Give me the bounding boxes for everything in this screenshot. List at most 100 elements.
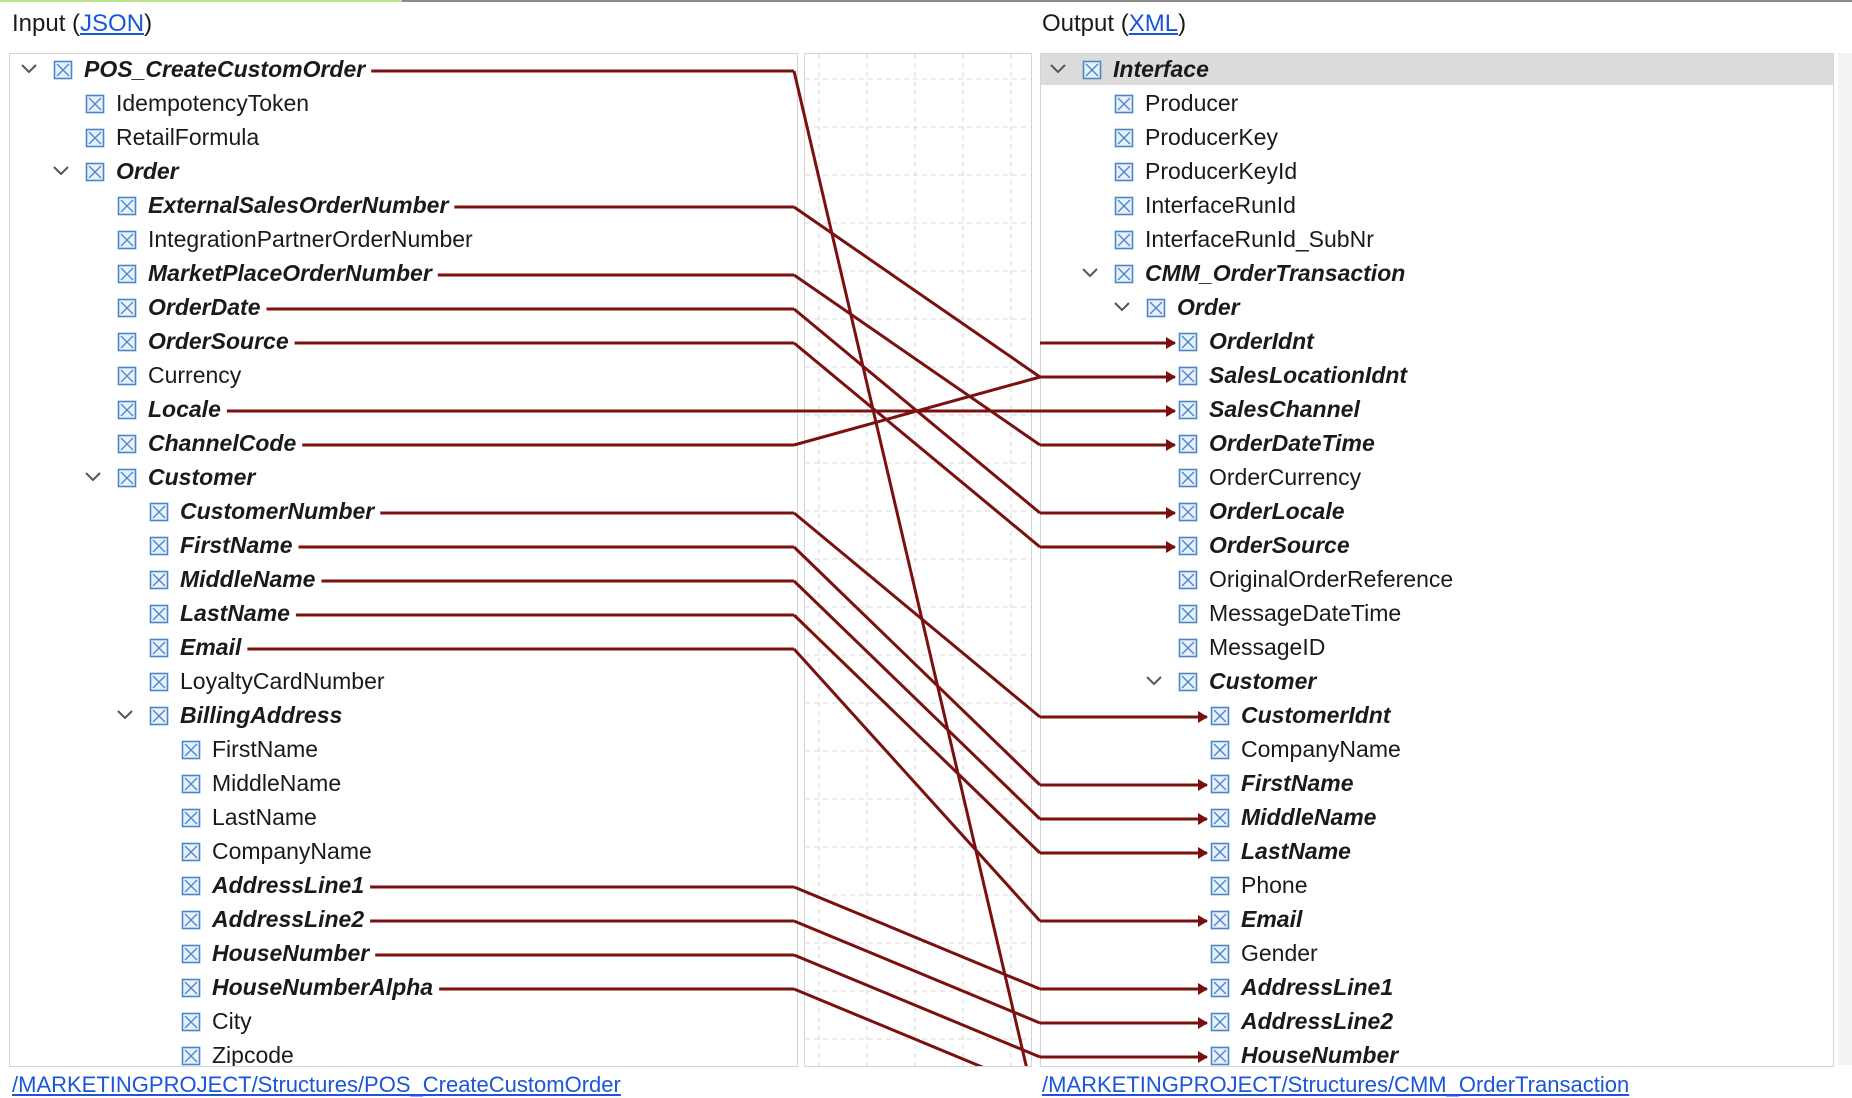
input-tree-row[interactable]: CompanyName bbox=[10, 835, 797, 867]
input-tree-row[interactable]: OrderDate bbox=[10, 291, 797, 323]
node-checkbox-icon[interactable] bbox=[117, 297, 137, 318]
node-checkbox-icon[interactable] bbox=[181, 909, 201, 930]
node-checkbox-icon[interactable] bbox=[1210, 909, 1230, 930]
output-tree-row[interactable]: OrderIdnt bbox=[1041, 325, 1833, 357]
output-tree-row[interactable]: MiddleName bbox=[1041, 801, 1833, 833]
output-tree-row[interactable]: InterfaceRunId_SubNr bbox=[1041, 223, 1833, 255]
node-checkbox-icon[interactable] bbox=[149, 501, 169, 522]
node-checkbox-icon[interactable] bbox=[85, 93, 105, 114]
output-tree-row[interactable]: MessageID bbox=[1041, 631, 1833, 663]
output-tree-row[interactable]: Order bbox=[1041, 291, 1833, 323]
node-checkbox-icon[interactable] bbox=[85, 127, 105, 148]
output-tree-row[interactable]: OrderCurrency bbox=[1041, 461, 1833, 493]
node-checkbox-icon[interactable] bbox=[181, 841, 201, 862]
input-tree-row[interactable]: Currency bbox=[10, 359, 797, 391]
node-checkbox-icon[interactable] bbox=[149, 603, 169, 624]
node-checkbox-icon[interactable] bbox=[149, 569, 169, 590]
chevron-down-icon[interactable] bbox=[51, 161, 71, 181]
node-checkbox-icon[interactable] bbox=[1210, 977, 1230, 998]
input-tree-row[interactable]: BillingAddress bbox=[10, 699, 797, 731]
chevron-down-icon[interactable] bbox=[1048, 59, 1068, 79]
node-checkbox-icon[interactable] bbox=[117, 467, 137, 488]
input-tree-row[interactable]: Customer bbox=[10, 461, 797, 493]
node-checkbox-icon[interactable] bbox=[1178, 671, 1198, 692]
node-checkbox-icon[interactable] bbox=[1210, 875, 1230, 896]
input-tree-row[interactable]: IntegrationPartnerOrderNumber bbox=[10, 223, 797, 255]
output-tree-row[interactable]: Interface bbox=[1041, 54, 1833, 85]
input-tree-row[interactable]: FirstName bbox=[10, 529, 797, 561]
scrollbar[interactable] bbox=[1838, 53, 1852, 1065]
output-tree-row[interactable]: CMM_OrderTransaction bbox=[1041, 257, 1833, 289]
output-tree-row[interactable]: Phone bbox=[1041, 869, 1833, 901]
output-structure-path[interactable]: /MARKETINGPROJECT/Structures/CMM_OrderTr… bbox=[1042, 1072, 1630, 1097]
node-checkbox-icon[interactable] bbox=[1178, 331, 1198, 352]
node-checkbox-icon[interactable] bbox=[1210, 943, 1230, 964]
input-tree-row[interactable]: AddressLine2 bbox=[10, 903, 797, 935]
node-checkbox-icon[interactable] bbox=[1210, 807, 1230, 828]
input-tree-row[interactable]: MiddleName bbox=[10, 563, 797, 595]
output-tree-row[interactable]: Producer bbox=[1041, 87, 1833, 119]
node-checkbox-icon[interactable] bbox=[149, 705, 169, 726]
output-tree-row[interactable]: LastName bbox=[1041, 835, 1833, 867]
input-tree-row[interactable]: RetailFormula bbox=[10, 121, 797, 153]
output-tree-row[interactable]: Gender bbox=[1041, 937, 1833, 969]
input-tree-row[interactable]: Email bbox=[10, 631, 797, 663]
node-checkbox-icon[interactable] bbox=[1210, 773, 1230, 794]
chevron-down-icon[interactable] bbox=[115, 705, 135, 725]
node-checkbox-icon[interactable] bbox=[85, 161, 105, 182]
input-tree-row[interactable]: City bbox=[10, 1005, 797, 1037]
node-checkbox-icon[interactable] bbox=[181, 773, 201, 794]
node-checkbox-icon[interactable] bbox=[117, 229, 137, 250]
input-tree-row[interactable]: ChannelCode bbox=[10, 427, 797, 459]
input-tree-row[interactable]: Order bbox=[10, 155, 797, 187]
chevron-down-icon[interactable] bbox=[19, 59, 39, 79]
input-tree-row[interactable]: LastName bbox=[10, 597, 797, 629]
output-tree-row[interactable]: OrderLocale bbox=[1041, 495, 1833, 527]
output-tree-row[interactable]: Email bbox=[1041, 903, 1833, 935]
input-tree-row[interactable]: Locale bbox=[10, 393, 797, 425]
output-tree-row[interactable]: FirstName bbox=[1041, 767, 1833, 799]
output-tree-row[interactable]: SalesChannel bbox=[1041, 393, 1833, 425]
input-tree-row[interactable]: HouseNumber bbox=[10, 937, 797, 969]
node-checkbox-icon[interactable] bbox=[1114, 161, 1134, 182]
chevron-down-icon[interactable] bbox=[1080, 263, 1100, 283]
node-checkbox-icon[interactable] bbox=[117, 263, 137, 284]
output-tree-row[interactable]: OrderDateTime bbox=[1041, 427, 1833, 459]
input-format-link[interactable]: JSON bbox=[80, 10, 145, 37]
output-tree-row[interactable]: CompanyName bbox=[1041, 733, 1833, 765]
node-checkbox-icon[interactable] bbox=[1114, 229, 1134, 250]
node-checkbox-icon[interactable] bbox=[1210, 1011, 1230, 1032]
output-tree-row[interactable]: HouseNumber bbox=[1041, 1039, 1833, 1066]
input-tree-row[interactable]: ExternalSalesOrderNumber bbox=[10, 189, 797, 221]
input-tree-row[interactable]: OrderSource bbox=[10, 325, 797, 357]
node-checkbox-icon[interactable] bbox=[117, 365, 137, 386]
node-checkbox-icon[interactable] bbox=[53, 59, 73, 80]
node-checkbox-icon[interactable] bbox=[1178, 535, 1198, 556]
node-checkbox-icon[interactable] bbox=[1178, 501, 1198, 522]
output-tree-row[interactable]: MessageDateTime bbox=[1041, 597, 1833, 629]
node-checkbox-icon[interactable] bbox=[1178, 603, 1198, 624]
input-tree-row[interactable]: AddressLine1 bbox=[10, 869, 797, 901]
output-tree-row[interactable]: CustomerIdnt bbox=[1041, 699, 1833, 731]
node-checkbox-icon[interactable] bbox=[1210, 1045, 1230, 1066]
node-checkbox-icon[interactable] bbox=[1114, 195, 1134, 216]
input-tree-row[interactable]: POS_CreateCustomOrder bbox=[10, 54, 797, 85]
node-checkbox-icon[interactable] bbox=[149, 535, 169, 556]
output-tree-row[interactable]: ProducerKeyId bbox=[1041, 155, 1833, 187]
node-checkbox-icon[interactable] bbox=[181, 977, 201, 998]
input-tree-row[interactable]: FirstName bbox=[10, 733, 797, 765]
input-structure-path[interactable]: /MARKETINGPROJECT/Structures/POS_CreateC… bbox=[12, 1072, 621, 1097]
node-checkbox-icon[interactable] bbox=[1114, 263, 1134, 284]
output-tree-row[interactable]: OrderSource bbox=[1041, 529, 1833, 561]
node-checkbox-icon[interactable] bbox=[1082, 59, 1102, 80]
node-checkbox-icon[interactable] bbox=[1114, 93, 1134, 114]
node-checkbox-icon[interactable] bbox=[181, 1011, 201, 1032]
node-checkbox-icon[interactable] bbox=[1178, 637, 1198, 658]
mapping-canvas[interactable] bbox=[804, 53, 1032, 1067]
node-checkbox-icon[interactable] bbox=[1178, 433, 1198, 454]
node-checkbox-icon[interactable] bbox=[1146, 297, 1166, 318]
node-checkbox-icon[interactable] bbox=[181, 943, 201, 964]
node-checkbox-icon[interactable] bbox=[181, 807, 201, 828]
